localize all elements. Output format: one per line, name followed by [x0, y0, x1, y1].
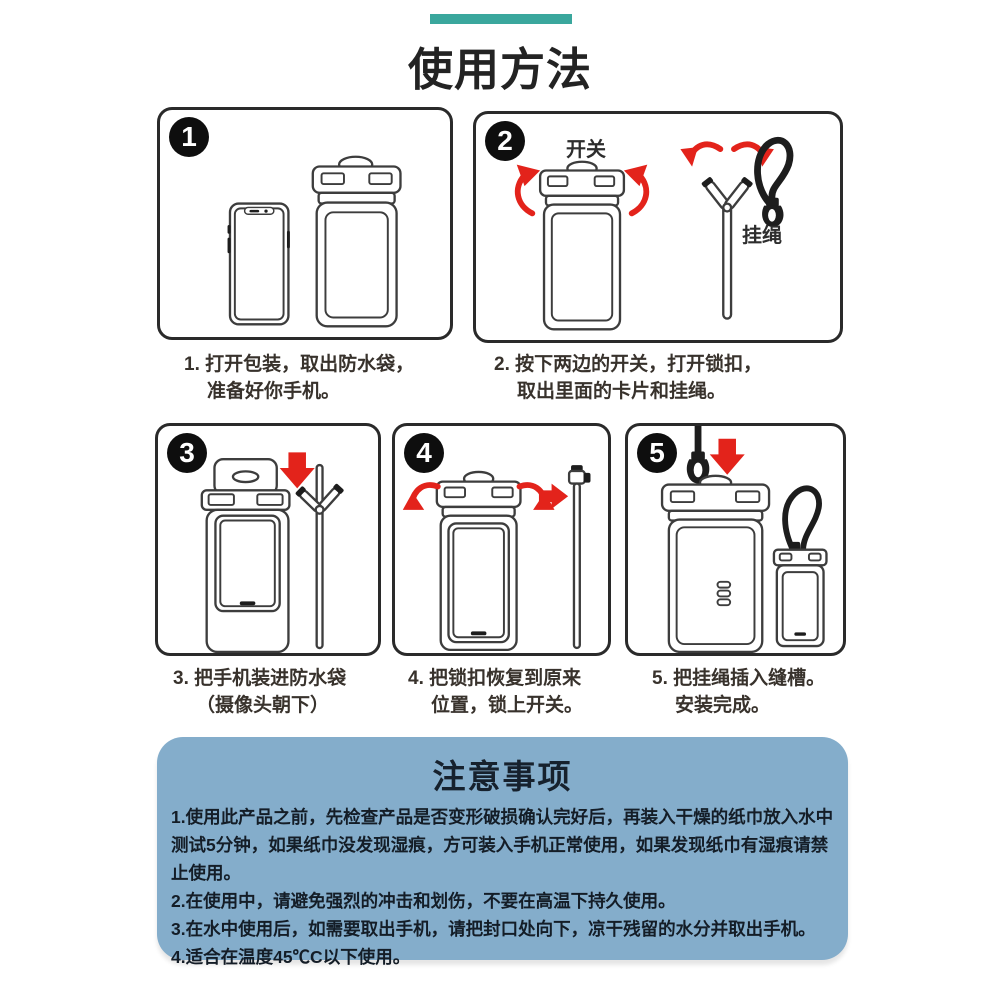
- step1-caption: 1. 打开包装，取出防水袋， 准备好你手机。: [157, 351, 484, 405]
- step4-panel: 4: [392, 423, 611, 656]
- step1-number-badge: 1: [169, 117, 209, 157]
- notice-items: 1.使用此产品之前，先检查产品是否变形破损确认完好后，再装入干燥的纸巾放入水中测…: [157, 803, 848, 971]
- step3-caption: 3. 把手机装进防水袋 （摄像头朝下）: [155, 665, 413, 719]
- pouch-drawing: [311, 155, 402, 328]
- card-pin-drawing: [295, 463, 344, 650]
- step2-panel: 2 开关 挂绳: [473, 111, 843, 343]
- step1-illustration: [227, 155, 402, 328]
- step5-number: 5: [649, 437, 665, 468]
- lanyard-label: 挂绳: [742, 225, 782, 247]
- step4-illustration: [402, 465, 591, 652]
- step5-illustration: [660, 426, 828, 653]
- step2-illustration: [514, 136, 794, 331]
- red-press-arrow-right-icon: [623, 164, 650, 217]
- step3-number-badge: 3: [167, 433, 207, 473]
- red-open-arrow-left-icon: [680, 141, 724, 167]
- step3-illustration: [200, 452, 344, 653]
- step5-number-badge: 5: [637, 433, 677, 473]
- step4-number: 4: [416, 437, 432, 468]
- open-pouch-drawing: [200, 458, 291, 653]
- step5-caption: 5. 把挂绳插入缝槽。 安装完成。: [625, 665, 882, 719]
- page-title: 使用方法: [407, 44, 592, 95]
- step5-panel: 5: [625, 423, 846, 656]
- small-pouch-with-lanyard-drawing: [772, 485, 828, 648]
- red-right-arrow-icon: [538, 483, 569, 509]
- red-down-arrow-icon: [709, 438, 745, 475]
- step2-number-badge: 2: [485, 121, 525, 161]
- notice-item-1: 1.使用此产品之前，先检查产品是否变形破损确认完好后，再装入干燥的纸巾放入水中测…: [171, 807, 834, 883]
- notice-item-4: 4.适合在温度45℃C以下使用。: [171, 947, 411, 967]
- lanyard-strap-drawing: [686, 426, 710, 484]
- notice-item-2: 2.在使用中，请避免强烈的冲击和划伤，不要在高温下持久使用。: [171, 891, 676, 911]
- lanyard-drawing: [754, 136, 794, 227]
- step3-caption-line1: 3. 把手机装进防水袋: [173, 668, 347, 689]
- pouch-with-phone-drawing: [435, 470, 522, 652]
- switch-label: 开关: [566, 139, 606, 161]
- pouch-drawing: [538, 160, 626, 331]
- red-lock-arrow-left-icon: [402, 482, 441, 510]
- accent-bar: [430, 14, 572, 24]
- phone-drawing: [227, 202, 290, 326]
- phone-notch: [243, 206, 275, 215]
- step1-caption-line2: 准备好你手机。: [207, 381, 341, 402]
- step4-caption-line1: 4. 把锁扣恢复到原来: [408, 668, 582, 689]
- step1-panel: 1: [157, 107, 453, 340]
- step3-caption-line2: （摄像头朝下）: [196, 695, 330, 716]
- notice-item-3: 3.在水中使用后，如需要取出手机，请把封口处向下，凉干残留的水分并取出手机。: [171, 919, 816, 939]
- step2-caption: 2. 按下两边的开关，打开锁扣， 取出里面的卡片和挂绳。: [473, 351, 864, 405]
- card-pin-drawing: [701, 177, 753, 320]
- large-pouch-drawing: [660, 474, 771, 653]
- step2-caption-line1: 2. 按下两边的开关，打开锁扣，: [494, 354, 763, 375]
- card-pin-drawing: [567, 465, 591, 650]
- step4-number-badge: 4: [404, 433, 444, 473]
- step1-number: 1: [181, 121, 197, 152]
- step5-caption-line2: 安装完成。: [675, 695, 771, 716]
- step4-caption: 4. 把锁扣恢复到原来 位置，锁上开关。: [392, 665, 638, 719]
- step1-caption-line1: 1. 打开包装，取出防水袋，: [184, 354, 415, 375]
- step2-number: 2: [497, 125, 513, 156]
- notice-box: 注意事项 1.使用此产品之前，先检查产品是否变形破损确认完好后，再装入干燥的纸巾…: [157, 737, 848, 967]
- notice-title: 注意事项: [432, 758, 573, 795]
- step5-caption-line1: 5. 把挂绳插入缝槽。: [652, 668, 826, 689]
- step3-panel: 3: [155, 423, 381, 656]
- red-press-arrow-left-icon: [514, 164, 541, 217]
- step2-caption-line2: 取出里面的卡片和挂绳。: [517, 381, 727, 402]
- step3-number: 3: [179, 437, 195, 468]
- step4-caption-line2: 位置，锁上开关。: [431, 695, 584, 716]
- red-down-arrow-icon: [279, 452, 315, 489]
- pouch-buttons: [716, 580, 732, 607]
